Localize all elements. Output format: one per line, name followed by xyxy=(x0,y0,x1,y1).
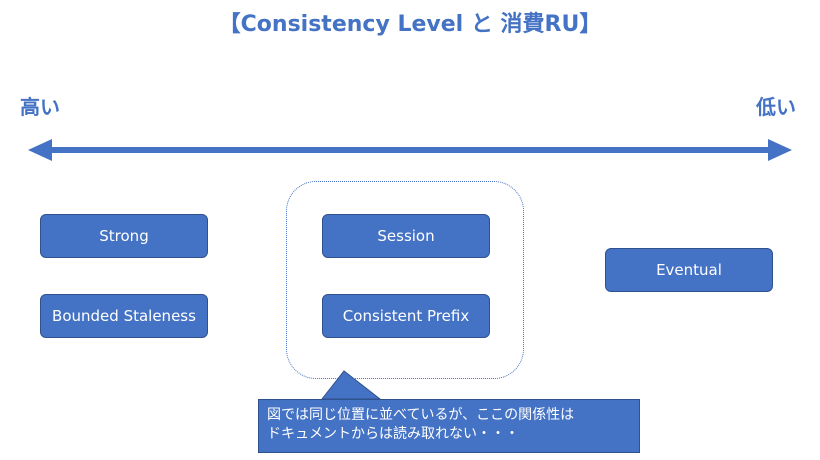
level-bounded-staleness: Bounded Staleness xyxy=(40,294,208,338)
high-label: 高い xyxy=(20,95,60,119)
arrow-head-right xyxy=(768,139,792,161)
level-eventual: Eventual xyxy=(605,248,773,292)
callout-line-1: 図では同じ位置に並べているが、ここの関係性は xyxy=(267,407,575,423)
low-label: 低い xyxy=(756,95,796,119)
level-strong: Strong xyxy=(40,214,208,258)
double-arrow xyxy=(28,139,792,161)
note-callout: 図では同じ位置に並べているが、ここの関係性は ドキュメントからは読み取れない・・… xyxy=(258,399,640,453)
level-consistent-prefix: Consistent Prefix xyxy=(322,294,490,338)
diagram-title: 【Consistency Level と 消費RU】 xyxy=(218,12,602,37)
level-session: Session xyxy=(322,214,490,258)
arrow-head-left xyxy=(28,139,52,161)
session-prefix-group xyxy=(286,181,524,379)
callout-line-2: ドキュメントからは読み取れない・・・ xyxy=(267,426,519,442)
